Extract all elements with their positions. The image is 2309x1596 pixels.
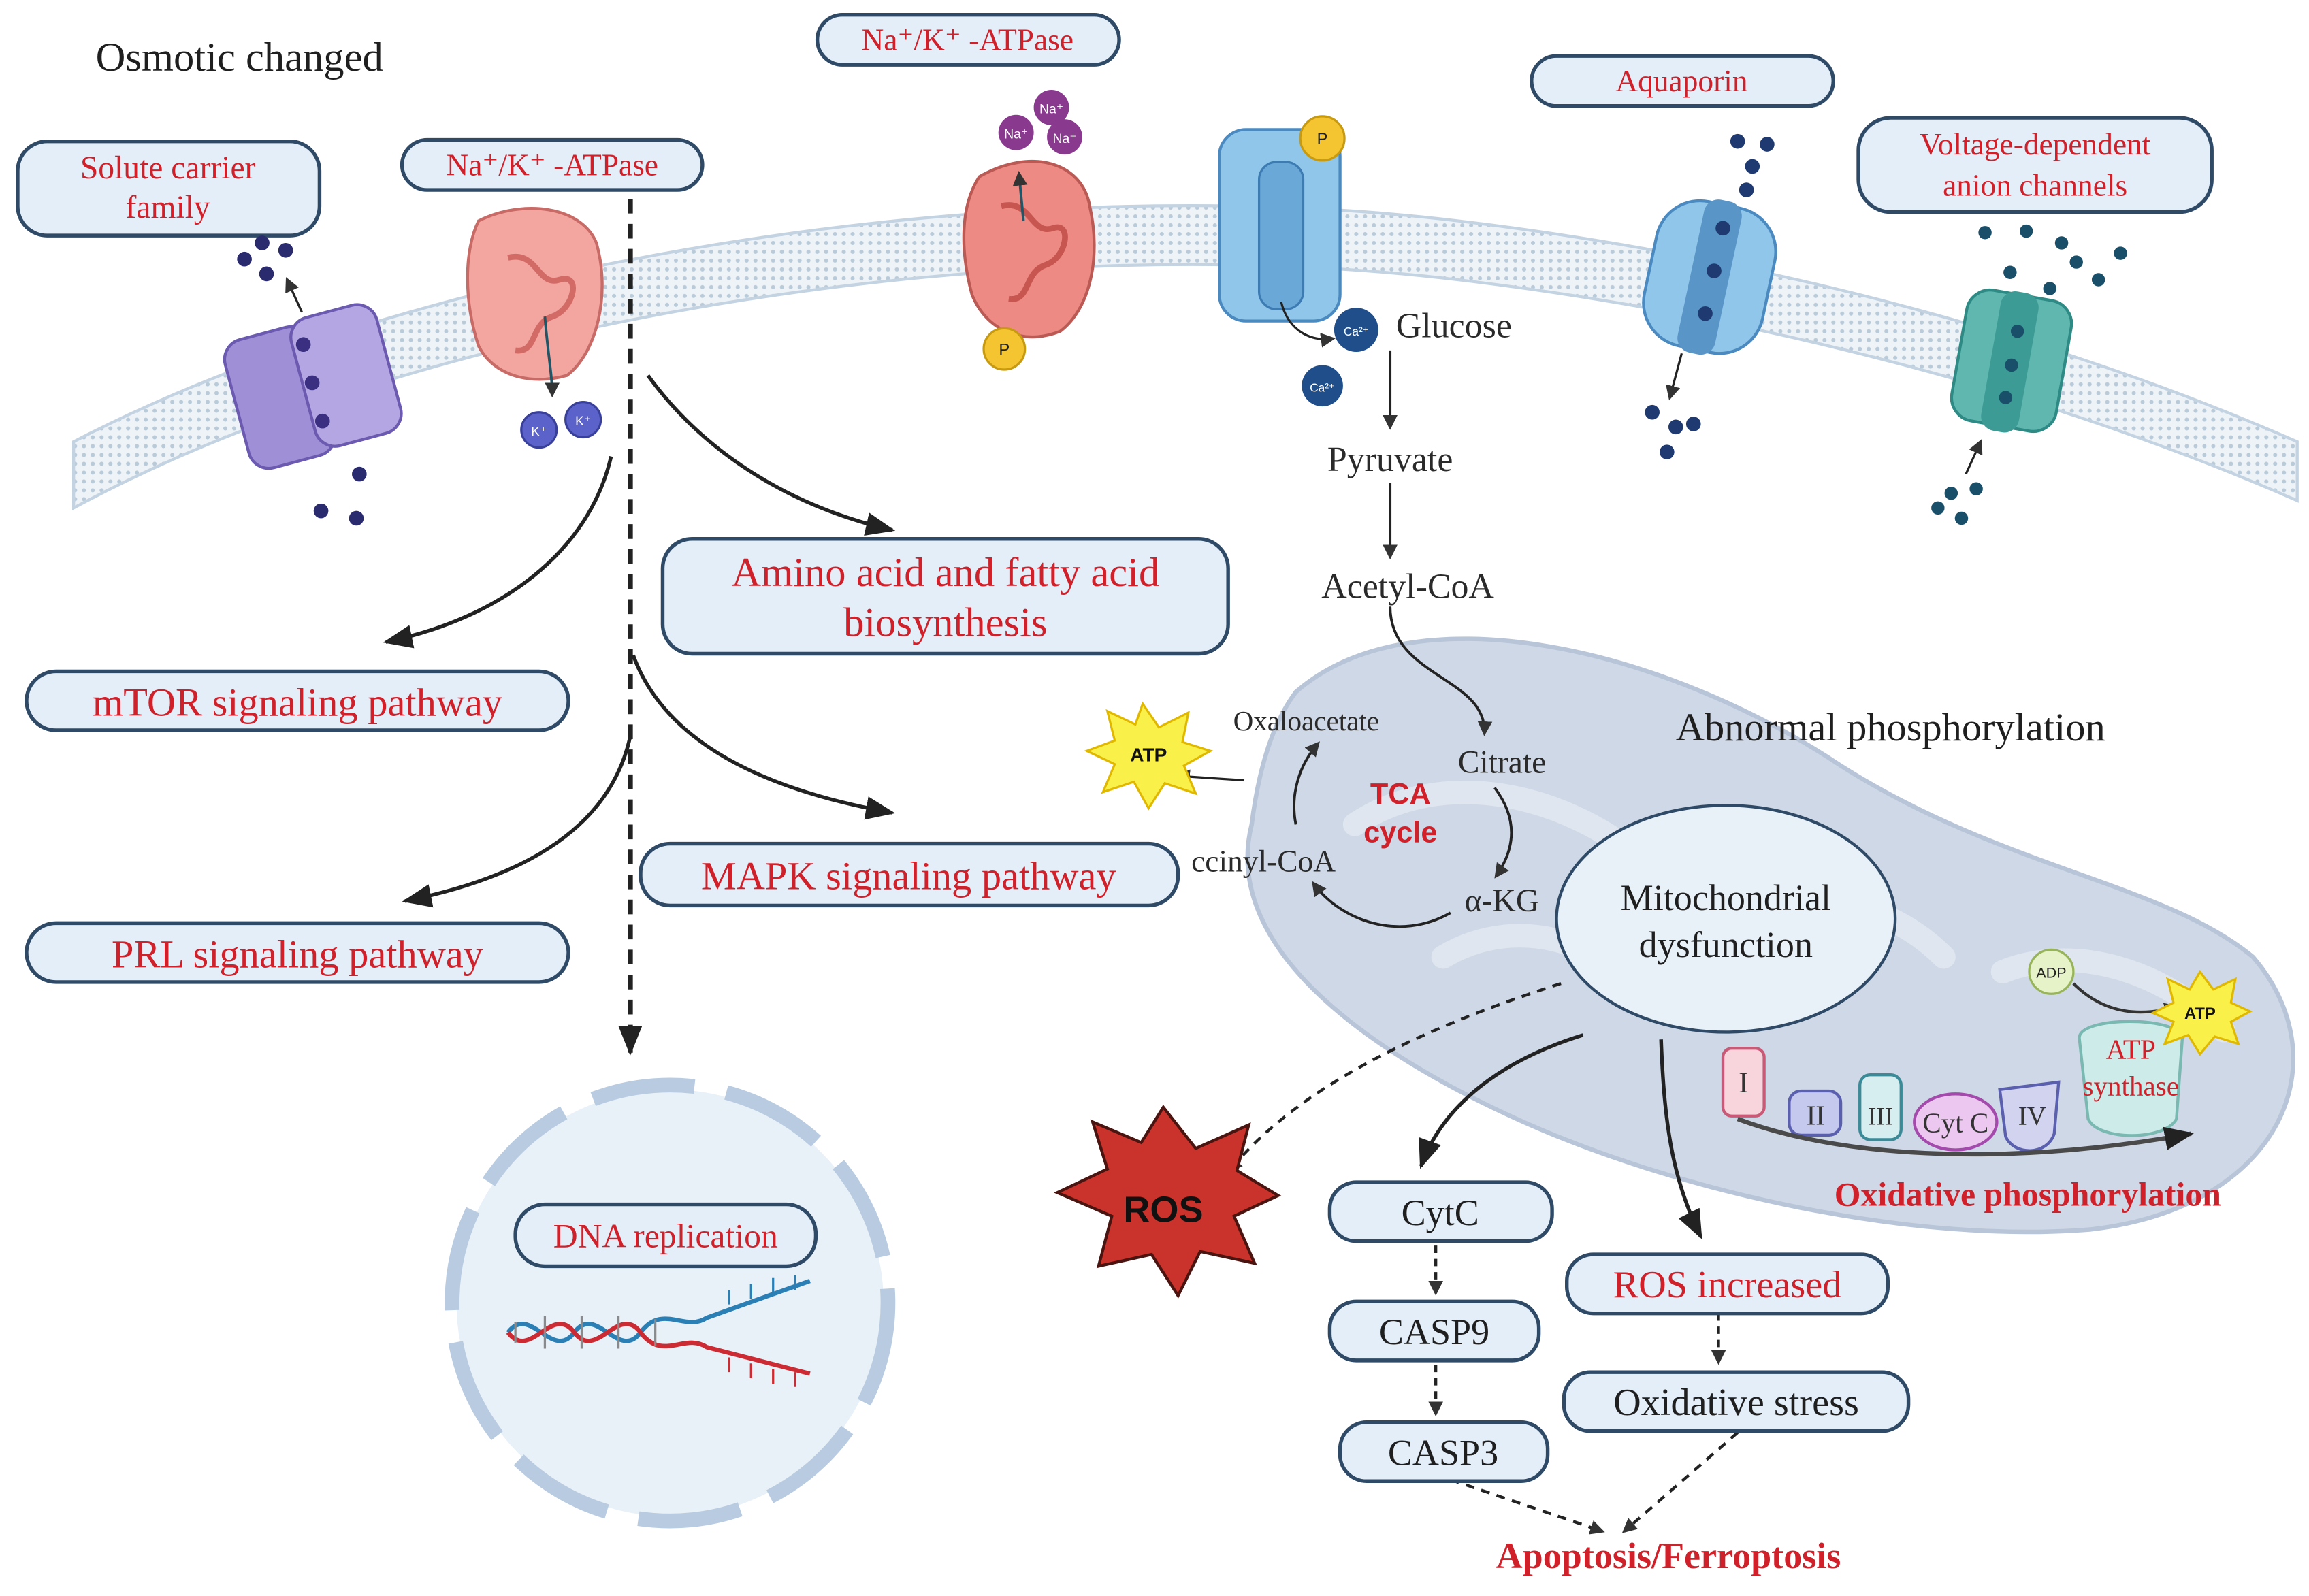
mapk-box: MAPK signaling pathway bbox=[639, 841, 1180, 908]
glycolysis-arrows bbox=[1383, 350, 1493, 736]
downstream-arrows bbox=[1227, 982, 1739, 1535]
ros-label: ROS bbox=[1123, 1190, 1203, 1231]
atp-label-1: ATP bbox=[1130, 744, 1167, 765]
k-ion-label-1: K⁺ bbox=[531, 424, 547, 439]
cytc-label: CytC bbox=[1402, 1192, 1479, 1233]
atp-burst-icon: ATP bbox=[1084, 701, 1214, 811]
nak-atpase-2-label-box: Na⁺/K⁺ -ATPase bbox=[815, 12, 1121, 67]
slc-label-line2: family bbox=[126, 190, 210, 225]
glucose-label: Glucose bbox=[1396, 306, 1512, 345]
vdac-label-box: Voltage-dependent anion channels bbox=[1856, 116, 2214, 214]
apoptosis-label: Apoptosis/Ferroptosis bbox=[1496, 1535, 1841, 1576]
aquaporin-label-box: Aquaporin bbox=[1530, 54, 1835, 108]
osmotic-heading: Osmotic changed bbox=[96, 35, 383, 80]
citrate-label: Citrate bbox=[1458, 745, 1546, 781]
tca-label-line2: cycle bbox=[1363, 816, 1437, 849]
oxphos-label: Oxidative phosphorylation bbox=[1835, 1176, 2221, 1214]
nak-pump-center-icon: Na⁺ Na⁺ Na⁺ P bbox=[962, 89, 1096, 371]
na-ion-label-3: Na⁺ bbox=[1052, 131, 1076, 146]
pyruvate-label: Pyruvate bbox=[1327, 440, 1453, 479]
mitochondrial-dysfunction-node: Mitochondrial dysfunction bbox=[1555, 804, 1897, 1034]
cyt-c-label: Cyt C bbox=[1922, 1107, 1988, 1139]
na-ion-label-2: Na⁺ bbox=[1039, 102, 1063, 117]
slc-transporter-icon bbox=[223, 235, 403, 526]
na-ion-label-1: Na⁺ bbox=[1004, 127, 1028, 142]
vdac-icon bbox=[1931, 224, 2127, 525]
vdac-label-line2: anion channels bbox=[1943, 169, 2127, 203]
slc-label-line1: Solute carrier bbox=[80, 150, 256, 186]
glucose-transporter-icon: P Ca²⁺ Ca²⁺ bbox=[1218, 115, 1378, 407]
mtor-box: mTOR signaling pathway bbox=[25, 669, 570, 732]
ca-ion-label-1: Ca²⁺ bbox=[1344, 325, 1369, 338]
cytc-box: CytC bbox=[1327, 1180, 1554, 1243]
slc-label-box: Solute carrier family bbox=[16, 139, 322, 238]
phosphate-label-2: P bbox=[1317, 130, 1328, 148]
casp3-label: CASP3 bbox=[1388, 1432, 1498, 1473]
ros-burst-icon: ROS bbox=[1053, 1105, 1282, 1299]
prl-label: PRL signaling pathway bbox=[112, 932, 483, 976]
oxidative-stress-label: Oxidative stress bbox=[1613, 1382, 1859, 1424]
signaling-arrows bbox=[383, 199, 896, 1056]
adp-label: ADP bbox=[2036, 964, 2066, 981]
mtor-label: mTOR signaling pathway bbox=[93, 680, 502, 724]
succinyl-coa-label: ccinyl-CoA bbox=[1191, 845, 1336, 879]
phosphate-label-1: P bbox=[999, 340, 1010, 359]
casp9-box: CASP9 bbox=[1327, 1299, 1541, 1363]
complex-iv-label: IV bbox=[2018, 1102, 2046, 1131]
amino-acid-line1: Amino acid and fatty acid bbox=[731, 550, 1159, 596]
complex-iii-label: III bbox=[1868, 1103, 1893, 1130]
dna-replication-label: DNA replication bbox=[553, 1217, 778, 1254]
nak-atpase-2-label: Na⁺/K⁺ -ATPase bbox=[862, 23, 1073, 57]
ros-increased-label: ROS increased bbox=[1613, 1264, 1842, 1306]
k-ion-label-2: K⁺ bbox=[575, 414, 591, 429]
dna-replication-box: DNA replication bbox=[513, 1202, 818, 1269]
dysfunction-line2: dysfunction bbox=[1639, 924, 1813, 965]
oxidative-stress-box: Oxidative stress bbox=[1562, 1370, 1911, 1433]
acetyl-coa-label: Acetyl-CoA bbox=[1321, 567, 1494, 606]
tca-cycle: Oxaloacetate Citrate α-KG ccinyl-CoA TCA… bbox=[1175, 705, 1546, 928]
amino-acid-line2: biosynthesis bbox=[843, 600, 1047, 646]
aquaporin-label: Aquaporin bbox=[1615, 64, 1747, 98]
atp-synthase-line2: synthase bbox=[2082, 1070, 2179, 1101]
casp9-label: CASP9 bbox=[1379, 1312, 1489, 1352]
amino-acid-box: Amino acid and fatty acid biosynthesis bbox=[660, 537, 1230, 656]
ros-increased-box: ROS increased bbox=[1565, 1252, 1890, 1316]
complex-i-label: I bbox=[1739, 1066, 1748, 1099]
nak-atpase-1-label: Na⁺/K⁺ -ATPase bbox=[446, 148, 658, 182]
atp-synthase-line1: ATP bbox=[2106, 1033, 2156, 1064]
ca-ion-label-2: Ca²⁺ bbox=[1310, 380, 1335, 394]
prl-box: PRL signaling pathway bbox=[25, 921, 570, 984]
electron-transport-chain: I II III Cyt C IV ATP synthase ADP ATP bbox=[1721, 948, 2253, 1157]
dysfunction-line1: Mitochondrial bbox=[1621, 877, 1831, 918]
nak-atpase-1-label-box: Na⁺/K⁺ -ATPase bbox=[400, 137, 705, 192]
complex-ii-label: II bbox=[1807, 1100, 1825, 1131]
aquaporin-icon bbox=[1642, 133, 1777, 459]
dna-icon bbox=[506, 1275, 811, 1387]
nak-pump-left-icon: K⁺ K⁺ bbox=[466, 207, 604, 449]
akg-label: α-KG bbox=[1465, 883, 1540, 919]
nucleus bbox=[445, 1077, 896, 1529]
mapk-label: MAPK signaling pathway bbox=[701, 854, 1116, 898]
atp-label-2: ATP bbox=[2184, 1005, 2216, 1023]
vdac-label-line1: Voltage-dependent bbox=[1920, 127, 2151, 161]
tca-label-line1: TCA bbox=[1370, 778, 1431, 811]
casp3-box: CASP3 bbox=[1338, 1420, 1550, 1483]
oxaloacetate-label: Oxaloacetate bbox=[1233, 705, 1379, 736]
abnormal-phosphorylation-heading: Abnormal phosphorylation bbox=[1676, 705, 2105, 749]
